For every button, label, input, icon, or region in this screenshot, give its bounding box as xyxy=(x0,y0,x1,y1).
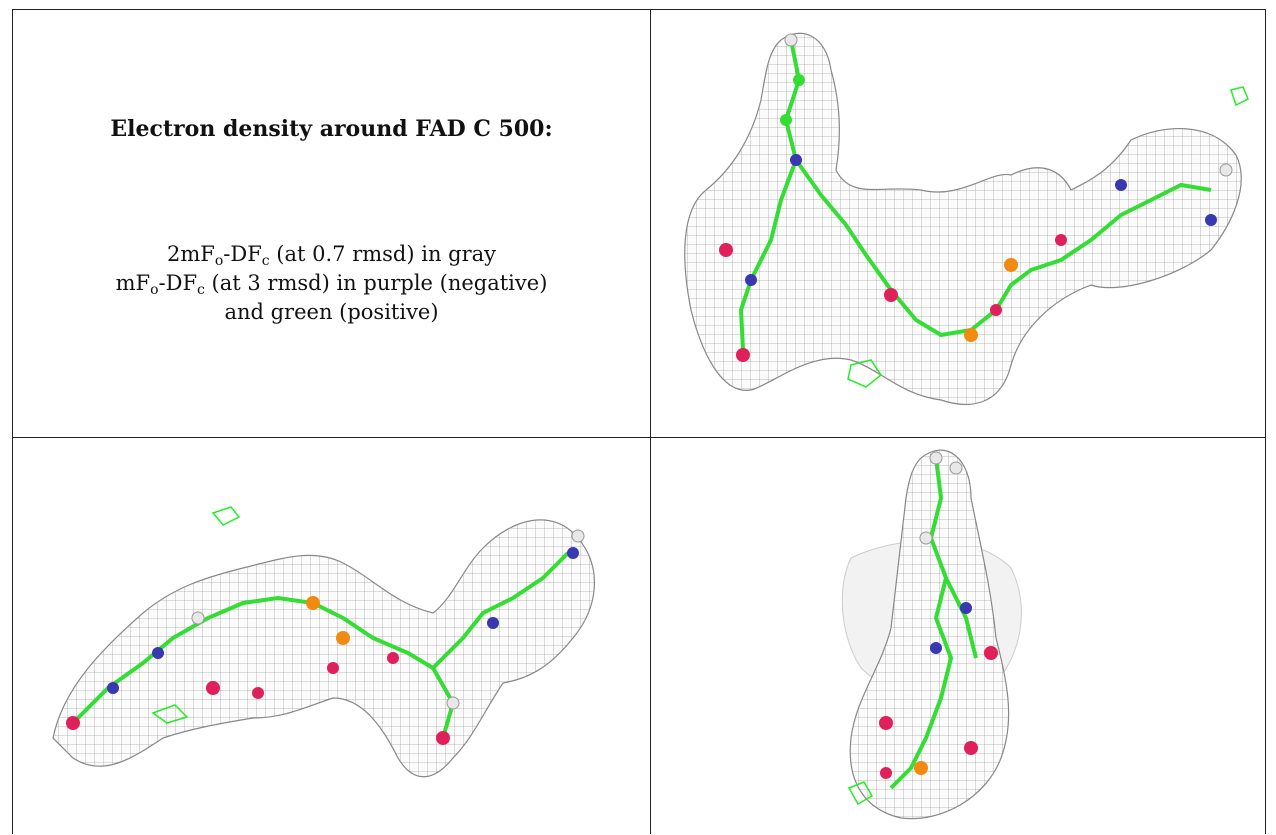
density-render-3 xyxy=(841,449,1022,820)
positive-density-blob xyxy=(1230,86,1249,107)
density-mesh-outline xyxy=(684,32,1242,406)
positive-density-blob xyxy=(211,506,241,526)
caption-cell: Electron density around FAD C 500: 2mFo-… xyxy=(12,9,650,437)
atom-markers xyxy=(66,529,585,745)
positive-density-blob xyxy=(847,359,883,388)
density-view-top-right xyxy=(650,9,1266,437)
density-view-bottom-left xyxy=(12,437,650,834)
caption-line-difference: mFo-DFc (at 3 rmsd) in purple (negative) xyxy=(115,271,548,298)
caption-line-gray: 2mFo-DFc (at 0.7 rmsd) in gray xyxy=(166,242,497,269)
atom-markers xyxy=(879,451,998,779)
positive-density-blob xyxy=(151,704,189,724)
positive-density-blob xyxy=(847,781,874,806)
molecule-bonds xyxy=(889,457,978,790)
density-view-bottom-right xyxy=(650,437,1266,834)
density-render-1 xyxy=(684,32,1249,406)
atom-markers xyxy=(719,33,1233,362)
density-mesh-outline xyxy=(52,519,596,778)
caption-line-positive: and green (positive) xyxy=(224,300,439,324)
caption-heading: Electron density around FAD C 500: xyxy=(110,116,553,142)
molecule-bonds xyxy=(71,551,570,739)
density-render-2 xyxy=(52,506,596,778)
